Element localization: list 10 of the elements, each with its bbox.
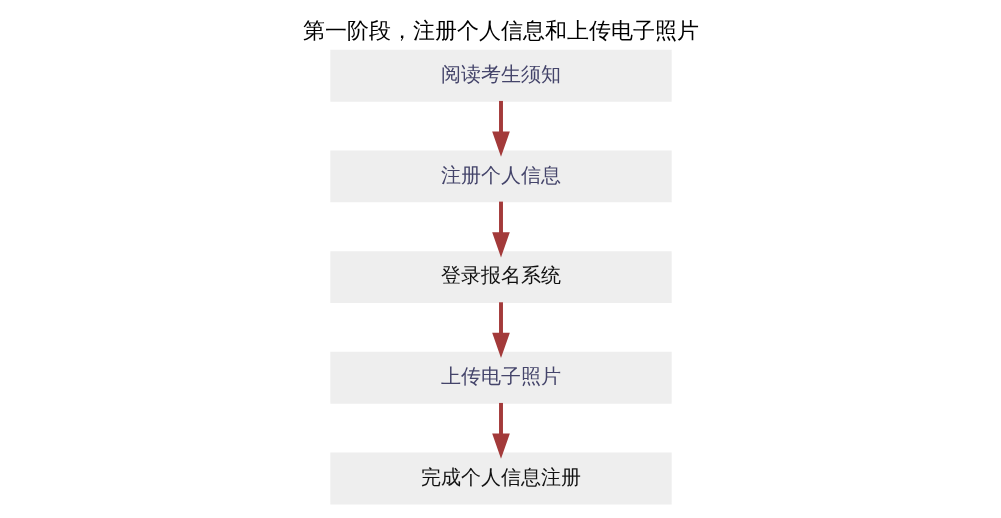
arrow	[491, 402, 510, 459]
diagram-title: 第一阶段，注册个人信息和上传电子照片	[302, 18, 699, 44]
node-box: 注册个人信息	[329, 150, 672, 203]
node-box: 上传电子照片	[329, 351, 672, 404]
arrow	[491, 302, 510, 359]
node-box: 阅读考生须知	[329, 49, 672, 102]
arrow	[491, 100, 510, 157]
arrow	[491, 201, 510, 258]
node-box: 完成个人信息注册	[329, 452, 672, 505]
node-box: 登录报名系统	[329, 251, 672, 304]
